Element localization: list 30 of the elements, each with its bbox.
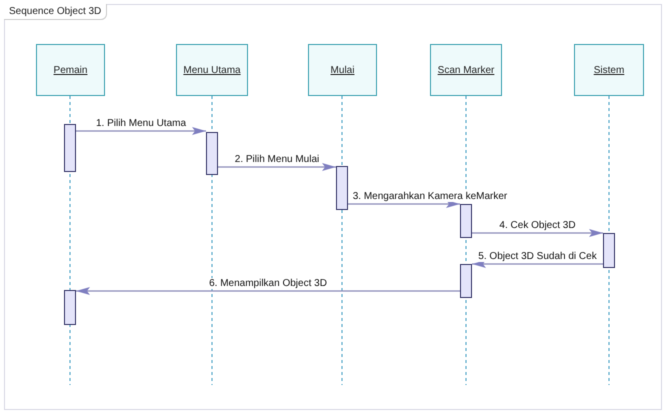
message-arrow — [218, 163, 336, 171]
activation-bar — [206, 132, 218, 175]
lifeline-head — [574, 44, 644, 96]
lifeline-head — [36, 44, 105, 96]
activation-bar — [460, 264, 472, 298]
participant-name: Pemain — [54, 64, 88, 76]
message-arrow — [472, 229, 603, 237]
participant-name: Scan Marker — [438, 64, 494, 76]
activation-bar — [64, 124, 76, 172]
edge-label: 6. Menampilkan Object 3D — [208, 278, 328, 289]
activation-bar — [603, 233, 615, 268]
message-arrow — [472, 260, 603, 268]
participant-name: Menu Utama — [183, 64, 241, 76]
lifeline-head — [308, 44, 377, 96]
activation-bar — [336, 166, 348, 210]
message-arrow — [76, 127, 206, 135]
edge-label: 2. Pilih Menu Mulai — [234, 154, 320, 165]
participant-name: Sistem — [594, 64, 624, 76]
message-arrow — [348, 200, 460, 208]
diagram-title: Sequence Object 3D — [4, 4, 108, 20]
participant-name: Mulai — [330, 64, 354, 76]
lifeline-head — [176, 44, 248, 96]
edge-label: 5. Object 3D Sudah di Cek — [477, 251, 598, 262]
lifeline-head — [430, 44, 502, 96]
edge-label: 3. Mengarahkan Kamera keMarker — [352, 191, 508, 202]
edge-label: 1. Pilih Menu Utama — [94, 118, 188, 129]
activation-bar — [64, 290, 76, 325]
activation-bar — [460, 204, 472, 238]
edge-label: 4. Cek Object 3D — [498, 220, 577, 231]
message-arrow — [76, 287, 460, 295]
